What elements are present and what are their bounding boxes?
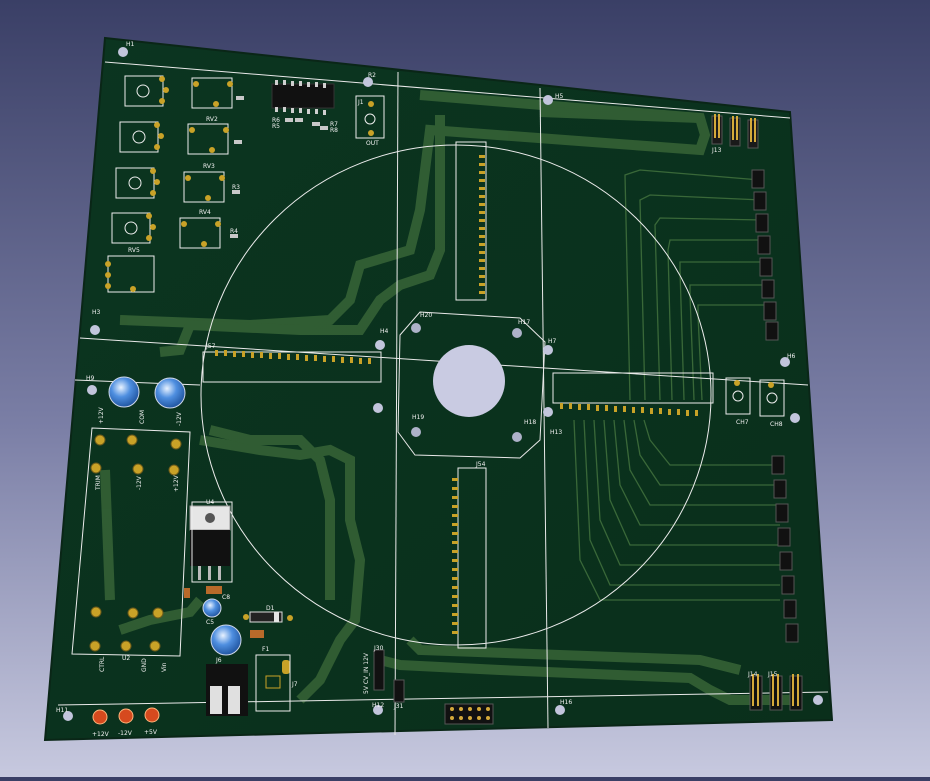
label-h7: H7	[548, 338, 557, 345]
voltage-regulator-u4	[189, 501, 233, 583]
label-r5: R5	[272, 123, 280, 130]
label-f1: F1	[262, 646, 269, 653]
label-rv4: RV4	[199, 209, 211, 216]
label-minus12v-2: -12V	[136, 475, 143, 490]
pin-header-pins	[714, 114, 756, 142]
label-h11: H11	[56, 707, 68, 714]
label-h20: H20	[420, 312, 432, 319]
label-plus12v-2: +12V	[173, 474, 180, 492]
mounting-holes	[63, 47, 823, 721]
label-h16: H16	[560, 699, 572, 706]
label-u2: U2	[122, 655, 130, 662]
label-out: OUT	[366, 140, 379, 147]
label-j13: J13	[711, 147, 722, 154]
label-minus12v: -12V	[176, 411, 183, 426]
connector-strip-right	[552, 372, 714, 416]
label-com: COM	[139, 410, 146, 424]
label-plus12v: +12V	[98, 406, 105, 424]
label-j15: J15	[767, 671, 778, 678]
label-h9: H9	[86, 375, 95, 382]
label-r6: R6	[272, 117, 280, 124]
label-ch7: CH7	[736, 419, 749, 426]
bottom-right-header-pins	[752, 674, 799, 706]
label-header-5v-cvin-12v: 5V CV_IN 12V	[363, 652, 370, 694]
label-r2: R2	[368, 72, 376, 79]
label-rv3: RV3	[203, 163, 215, 170]
status-leds	[92, 707, 160, 725]
label-h18: H18	[524, 419, 536, 426]
jack-j1	[355, 95, 385, 139]
label-j7: J7	[291, 681, 298, 688]
label-j1: J1	[357, 99, 364, 106]
label-gnd: GND	[141, 658, 148, 672]
label-trim: TRIM	[95, 475, 102, 491]
label-j57: J57	[205, 343, 216, 350]
label-j54: J54	[475, 461, 486, 468]
label-r3: R3	[232, 184, 240, 191]
label-h19: H19	[412, 414, 424, 421]
label-rv5: RV5	[128, 247, 140, 254]
pin-headers-top-right	[711, 115, 759, 149]
label-h6: H6	[787, 353, 796, 360]
dip-ic	[271, 80, 335, 115]
label-led-plus5v: +5V	[144, 729, 158, 736]
label-led-plus12v: +12V	[92, 731, 110, 738]
label-vin: Vin	[161, 662, 168, 672]
label-h12: H12	[372, 702, 384, 709]
label-ctrl: CTRL	[99, 656, 106, 672]
copper-traces	[100, 90, 790, 705]
label-h17: H17	[518, 319, 530, 326]
label-c8: C8	[222, 594, 230, 601]
label-h1: H1	[126, 41, 135, 48]
label-h13: H13	[550, 429, 562, 436]
label-h5: H5	[555, 93, 564, 100]
label-j6: J6	[215, 657, 222, 664]
connector-strip-bottom	[452, 467, 487, 649]
label-rv2: RV2	[206, 116, 218, 123]
fine-traces	[573, 169, 780, 601]
right-small-headers	[751, 169, 799, 643]
bottom-center-header	[444, 703, 494, 725]
label-ch8: CH8	[770, 421, 783, 428]
j30-j31-headers	[373, 649, 405, 703]
smd-resistors	[230, 96, 328, 238]
right-jacks	[725, 377, 785, 417]
label-h3: H3	[92, 309, 101, 316]
label-d1: D1	[266, 605, 275, 612]
label-r8: R8	[330, 127, 338, 134]
label-u4: U4	[206, 499, 214, 506]
label-led-minus12v: -12V	[118, 730, 133, 737]
connector-strip-left	[202, 350, 382, 383]
smd-capacitors	[184, 586, 290, 674]
center-mount-holes	[411, 323, 522, 442]
label-r4: R4	[230, 228, 238, 235]
diode-d1	[243, 611, 293, 623]
label-j14: J14	[747, 671, 758, 678]
label-h4: H4	[380, 328, 389, 335]
center-hole	[433, 345, 505, 417]
label-r7: R7	[330, 121, 338, 128]
electrolytic-capacitors	[108, 376, 242, 656]
label-j30: J30	[373, 645, 384, 652]
trimmer-pot-group	[107, 75, 233, 293]
label-c5: C5	[206, 619, 214, 626]
center-octagon-outline	[397, 311, 546, 459]
connector-strip-top	[455, 141, 487, 301]
regulator-j6	[206, 664, 248, 716]
trimmer-pads	[105, 76, 233, 292]
fuse-area	[255, 654, 291, 712]
power-module-u2	[71, 427, 191, 657]
label-j31: J31	[393, 703, 404, 710]
